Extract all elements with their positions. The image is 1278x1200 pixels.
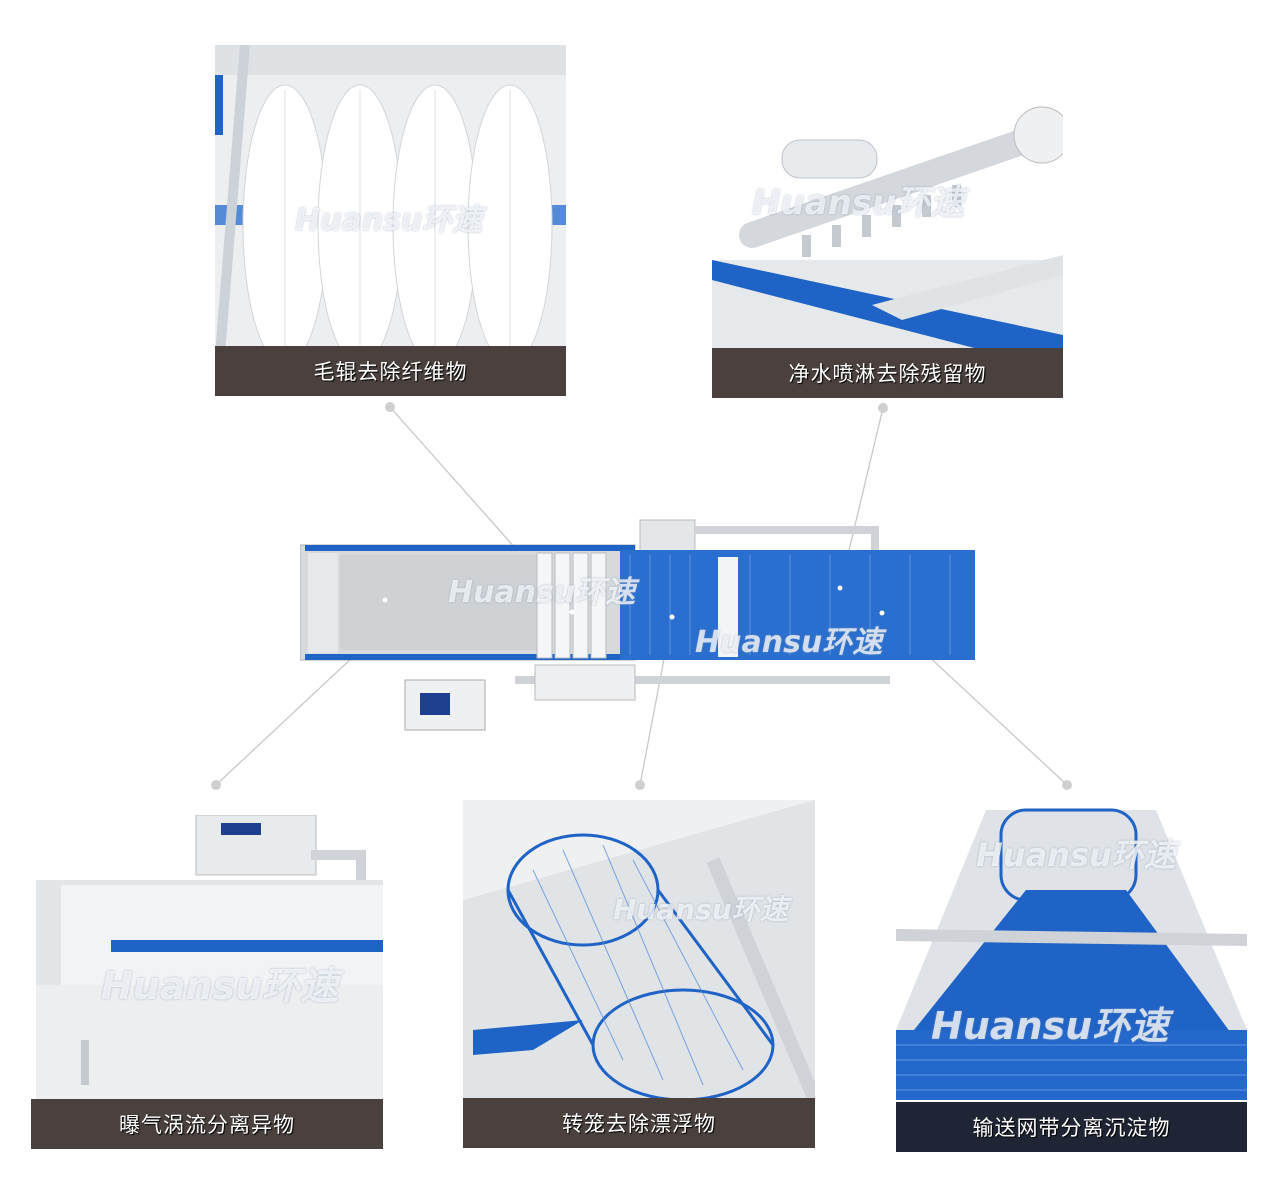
brush-roller-illustration xyxy=(215,45,566,366)
caption-brush-rollers: 毛辊去除纤维物 xyxy=(215,346,566,396)
panel-conveyor-mesh: Huansu环速 Huansu环速 输送网带分离沉淀物 xyxy=(896,800,1247,1152)
watermark: Huansu环速 xyxy=(695,625,883,660)
conveyor-mesh-illustration xyxy=(896,808,1247,1100)
watermark: Huansu环速 xyxy=(752,183,965,223)
watermark: Huansu环速 xyxy=(448,575,636,610)
caption-conveyor-mesh: 输送网带分离沉淀物 xyxy=(896,1102,1247,1152)
connector-dot xyxy=(1062,780,1072,790)
caption-spray-rinse: 净水喷淋去除残留物 xyxy=(712,348,1063,398)
connector-dot xyxy=(211,780,221,790)
panel-spray-rinse: Huansu环速 净水喷淋去除残留物 xyxy=(712,95,1063,398)
aeration-tank-illustration xyxy=(36,815,383,1105)
watermark: Huansu环速 xyxy=(613,893,788,926)
watermark: Huansu环速 xyxy=(101,964,339,1008)
washing-machine-overview: Huansu环速 Huansu环速 xyxy=(299,515,980,735)
rotating-cage-illustration xyxy=(463,800,815,1103)
caption-aeration: 曝气涡流分离异物 xyxy=(31,1099,383,1149)
watermark: Huansu环速 xyxy=(295,203,483,238)
panel-brush-rollers: Huansu环速 毛辊去除纤维物 xyxy=(215,45,566,396)
connector-dot xyxy=(635,780,645,790)
connector-dot xyxy=(878,403,888,413)
watermark: Huansu环速 xyxy=(931,1004,1169,1048)
watermark: Huansu环速 xyxy=(976,836,1176,874)
spray-pipe-illustration xyxy=(712,106,1063,355)
machine-top-view xyxy=(299,519,975,731)
caption-rotating-cage: 转笼去除漂浮物 xyxy=(463,1098,815,1148)
panel-aeration: Huansu环速 曝气涡流分离异物 xyxy=(31,815,383,1149)
connector-dot xyxy=(385,402,395,412)
panel-rotating-cage: Huansu环速 转笼去除漂浮物 xyxy=(463,800,815,1148)
